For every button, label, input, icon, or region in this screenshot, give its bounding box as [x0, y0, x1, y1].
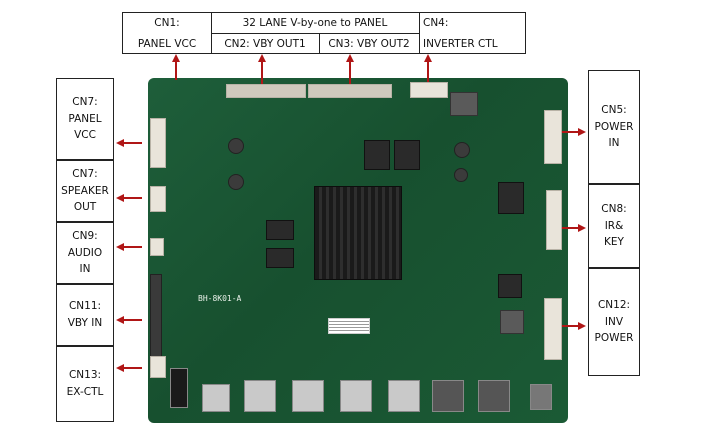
- cn12-connector: [544, 298, 562, 360]
- soc-heatsink: [314, 186, 402, 280]
- cn7-panel-line2: PANEL: [68, 112, 102, 125]
- cn5-line3: IN: [608, 137, 620, 150]
- cn1-name: PANEL VCC: [137, 37, 197, 50]
- ic-1: [364, 140, 390, 170]
- inductor-2: [500, 310, 524, 334]
- cn13-label: CN13: EX-CTL: [56, 346, 114, 422]
- cn9-line2: AUDIO: [67, 246, 103, 259]
- capacitor-1: [228, 138, 244, 154]
- cn11-label: CN11: VBY IN: [56, 284, 114, 346]
- cn7-speaker-line2: SPEAKER: [61, 184, 109, 197]
- cn2-label: CN2: VBY OUT1: [224, 37, 306, 50]
- cn5-label: CN5: POWER IN: [588, 70, 640, 184]
- cn7-panel-line3: VCC: [74, 129, 96, 142]
- usb-port: [202, 384, 230, 412]
- capacitor-2: [228, 174, 244, 190]
- board-model-silkscreen: BH-8K01-A: [198, 294, 242, 303]
- cn8-line3: KEY: [604, 236, 624, 249]
- cn13-connector: [150, 356, 166, 378]
- cn12-line3: POWER: [594, 332, 634, 345]
- cn13-line2: EX-CTL: [66, 386, 104, 398]
- cn7-speaker-line1: CN7:: [72, 167, 98, 180]
- vby-header: 32 LANE V-by-one to PANEL: [242, 17, 388, 29]
- cn8-line2: IR&: [604, 219, 624, 232]
- ic-4: [266, 248, 294, 268]
- cn8-connector: [546, 190, 562, 250]
- cn11-line2: VBY IN: [67, 317, 103, 329]
- ic-5: [498, 182, 524, 214]
- top-label-box: CN1: PANEL VCC 32 LANE V-by-one to PANEL…: [122, 12, 526, 54]
- cn3-connector: [308, 84, 392, 98]
- cn7-panel-line1: CN7:: [72, 95, 98, 108]
- cn4-connector: [410, 82, 448, 98]
- inductor-1: [450, 92, 478, 116]
- cn12-line2: INV: [604, 315, 624, 328]
- cn9-label: CN9: AUDIO IN: [56, 222, 114, 284]
- dc-jack: [530, 384, 552, 410]
- cn12-label: CN12: INV POWER: [588, 268, 640, 376]
- hdmi-port-6: [478, 380, 510, 412]
- ic-3: [266, 220, 294, 240]
- hdmi-port-3: [340, 380, 372, 412]
- hdmi-port-2: [292, 380, 324, 412]
- cn4-name: INVERTER CTL: [423, 37, 498, 50]
- cn3-label: CN3: VBY OUT2: [328, 37, 410, 50]
- cn7-speaker-connector: [150, 186, 166, 212]
- cn4-number: CN4:: [423, 17, 449, 29]
- cn2-connector: [226, 84, 306, 98]
- cn7-speaker-line3: OUT: [73, 201, 97, 214]
- cn9-line1: CN9:: [72, 229, 98, 242]
- hdmi-port-5: [432, 380, 464, 412]
- capacitor-3: [454, 142, 470, 158]
- ic-2: [394, 140, 420, 170]
- cn11-connector: [150, 274, 162, 360]
- hdmi-port-4: [388, 380, 420, 412]
- cn9-connector: [150, 238, 164, 256]
- cn1-number: CN1:: [154, 17, 180, 29]
- cn13-line1: CN13:: [68, 369, 102, 382]
- cn7-speaker-label: CN7: SPEAKER OUT: [56, 160, 114, 222]
- cn5-line1: CN5:: [601, 103, 627, 116]
- qr-label: [328, 318, 370, 334]
- ic-6: [498, 274, 522, 298]
- hdmi-port-1: [244, 380, 276, 412]
- cn12-line1: CN12:: [597, 298, 631, 311]
- cn5-line2: POWER: [594, 120, 634, 133]
- cn7-panel-vcc-label: CN7: PANEL VCC: [56, 78, 114, 160]
- cn11-line1: CN11:: [68, 300, 102, 313]
- cn9-line3: IN: [79, 263, 91, 276]
- cn8-label: CN8: IR& KEY: [588, 184, 640, 268]
- cn8-line1: CN8:: [601, 202, 627, 215]
- pcb-board: BH-8K01-A: [148, 78, 568, 423]
- cn7-panel-connector: [150, 118, 166, 168]
- audio-jack: [170, 368, 188, 408]
- capacitor-4: [454, 168, 468, 182]
- cn5-connector: [544, 110, 562, 164]
